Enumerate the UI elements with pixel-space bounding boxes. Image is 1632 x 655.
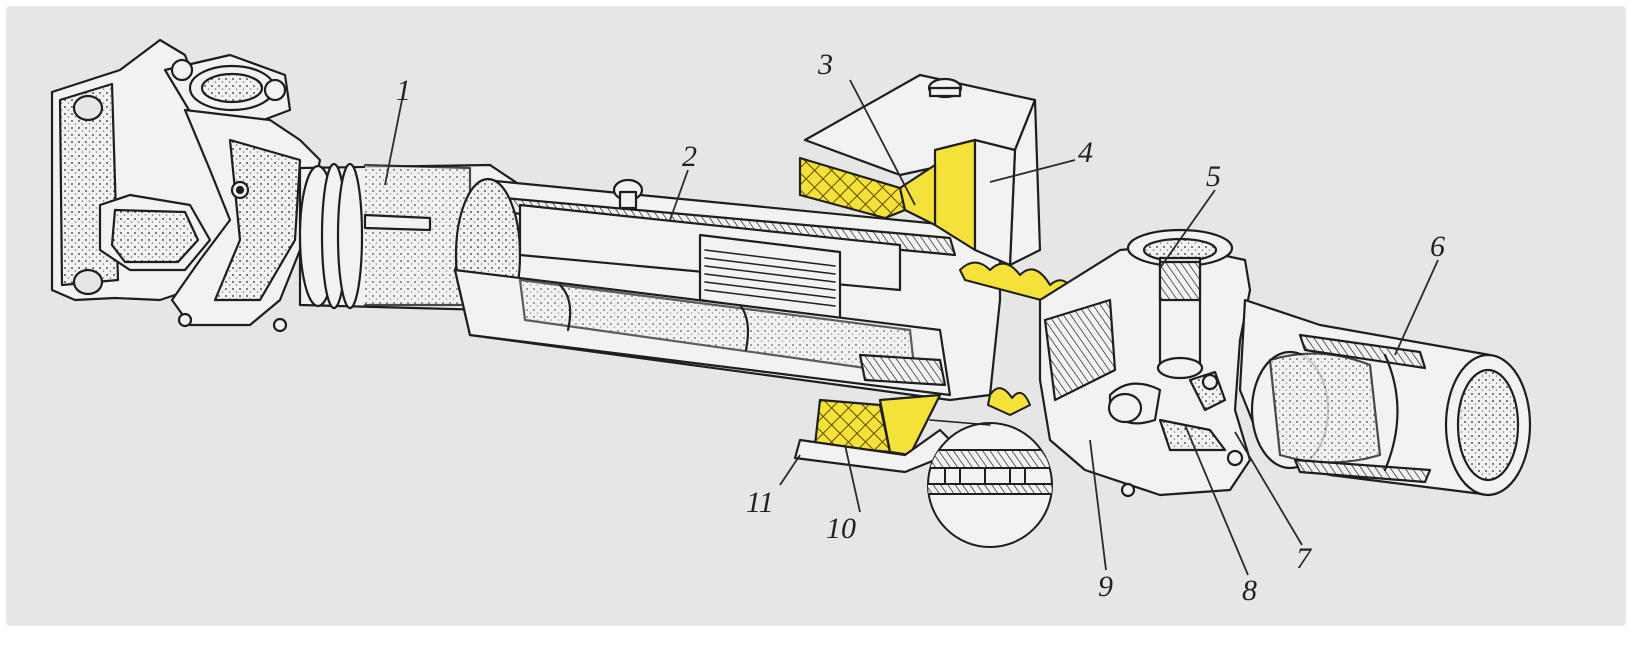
callout-label-2: 2 xyxy=(682,140,697,173)
detail-inset xyxy=(927,419,1053,548)
callout-label-6: 6 xyxy=(1430,230,1445,263)
upper-rubber-cushion xyxy=(798,156,937,227)
callout-label-3: 3 xyxy=(817,48,833,81)
leader-lines xyxy=(384,79,1439,576)
callout-label-4: 4 xyxy=(1078,136,1093,169)
callout-label-7: 7 xyxy=(1296,542,1313,575)
spline-seal xyxy=(959,261,1076,416)
rear-yoke-tube xyxy=(1238,298,1532,497)
callout-label-1: 1 xyxy=(396,74,411,107)
callout-label-10: 10 xyxy=(826,512,856,545)
flange-yoke xyxy=(50,38,322,333)
lower-rubber-cushion xyxy=(793,393,962,474)
callout-label-11: 11 xyxy=(746,486,774,519)
callout-label-9: 9 xyxy=(1098,570,1113,603)
callout-label-5: 5 xyxy=(1206,160,1221,193)
support-bracket xyxy=(803,73,1042,267)
rear-universal-joint xyxy=(1038,228,1252,498)
intermediate-tube xyxy=(453,177,1002,402)
callout-labels: 1 2 3 4 5 6 7 8 9 10 11 xyxy=(396,48,1445,607)
callout-label-8: 8 xyxy=(1242,574,1257,607)
